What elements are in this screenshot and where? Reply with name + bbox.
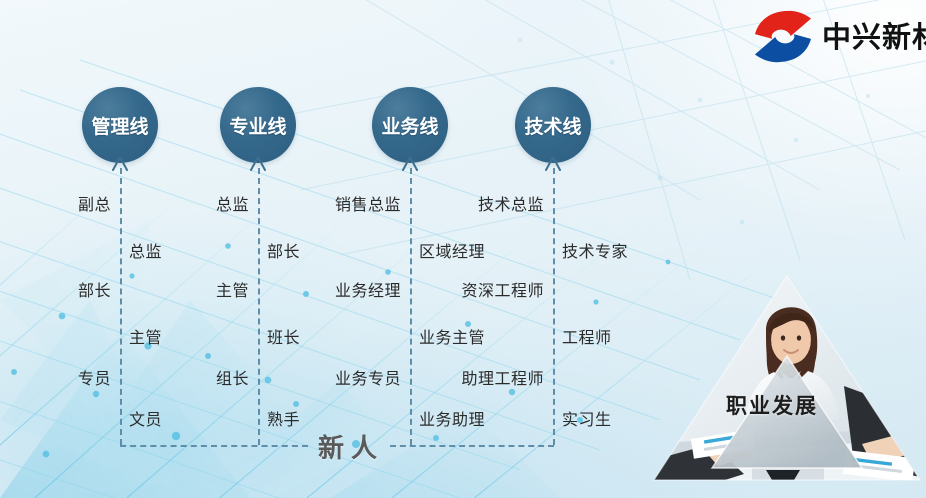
career-track-rail-3 (410, 168, 412, 445)
career-level-label: 专员 (77, 369, 111, 388)
up-arrow-icon-4 (545, 156, 561, 171)
career-level-label: 业务助理 (419, 410, 486, 429)
career-level-label: 技术总监 (477, 195, 544, 214)
career-level-label: 班长 (267, 328, 301, 347)
career-level-label: 业务专员 (334, 369, 401, 388)
career-track-circle-4[interactable]: 技术线 (515, 87, 591, 163)
career-track-rail-2 (258, 168, 260, 445)
brand-logo: 中兴新材 (752, 6, 926, 68)
career-level-label: 业务主管 (419, 328, 486, 347)
career-level-label: 业务经理 (334, 281, 401, 300)
career-level-label: 主管 (129, 328, 163, 347)
career-level-label: 副总 (77, 195, 111, 214)
zte-swoosh-logo-icon (755, 10, 811, 63)
career-track-rail-4 (553, 168, 555, 445)
career-level-label: 助理工程师 (461, 369, 544, 388)
career-track-circle-3[interactable]: 业务线 (372, 87, 448, 163)
baseline-label-newcomer: 新人 (318, 434, 385, 464)
brand-wordmark: 中兴新材 (822, 19, 926, 54)
career-level-label: 组长 (215, 369, 249, 388)
career-track-label: 业务线 (381, 115, 439, 138)
career-track-label: 管理线 (91, 115, 149, 138)
career-level-label: 文员 (129, 410, 163, 429)
career-track-circle-1[interactable]: 管理线 (82, 87, 158, 163)
career-development-photo: 职业发展 (648, 268, 926, 498)
up-arrow-icon-3 (402, 156, 418, 171)
career-track-label: 技术线 (524, 115, 582, 138)
career-track-circle-2[interactable]: 专业线 (220, 87, 296, 163)
career-level-label: 部长 (267, 242, 301, 261)
career-track-rail-1 (120, 168, 122, 445)
baseline-dashed-right (390, 445, 554, 447)
career-level-label: 总监 (129, 242, 163, 261)
up-arrow-icon-1 (112, 156, 128, 171)
career-level-label: 部长 (77, 281, 111, 300)
photo-caption: 职业发展 (726, 394, 818, 418)
career-level-label: 区域经理 (419, 242, 486, 261)
career-level-label: 实习生 (562, 410, 612, 429)
career-track-label: 专业线 (229, 115, 287, 138)
career-level-label: 总监 (215, 195, 249, 214)
career-level-label: 主管 (215, 281, 249, 300)
career-level-label: 资深工程师 (461, 281, 544, 300)
baseline-dashed-left (120, 445, 308, 447)
career-level-label: 销售总监 (334, 195, 401, 214)
career-level-label: 熟手 (267, 410, 301, 429)
career-level-label: 技术专家 (562, 242, 629, 261)
up-arrow-icon-2 (250, 156, 266, 171)
career-level-label: 工程师 (562, 328, 612, 347)
